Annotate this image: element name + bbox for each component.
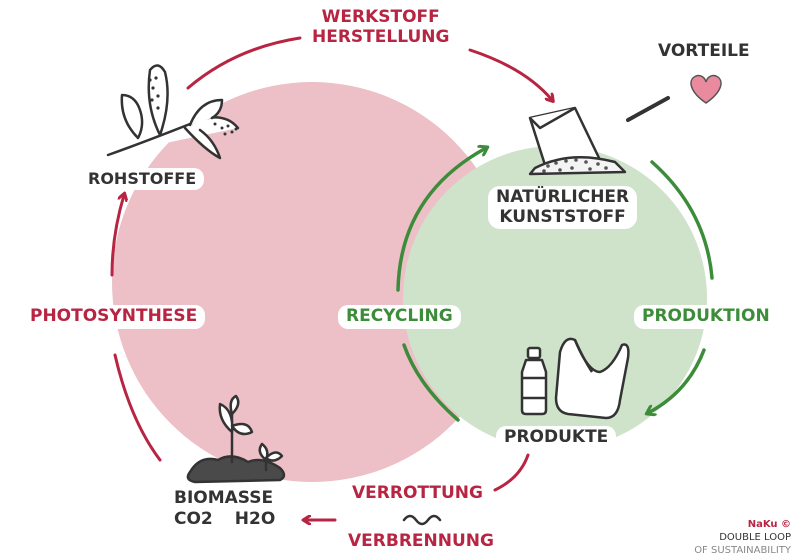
arc-produkte-to-recycling (402, 343, 460, 422)
h2o-label: H2O (234, 509, 276, 530)
rohstoffe-label: ROHSTOFFE (80, 168, 205, 191)
photosynthese-label: PHOTOSYNTHESE (22, 305, 206, 329)
credit-line1: DOUBLE LOOP (719, 532, 791, 543)
verbrennung-label: VERBRENNUNG (340, 530, 502, 554)
credit-line2: OF SUSTAINABILITY (694, 545, 791, 556)
recycling-label: RECYCLING (338, 305, 461, 329)
arc-rohstoffe-to-werkstoff (186, 36, 302, 90)
corn-plant-icon (106, 64, 240, 160)
arc-kunststoff-to-produktion (650, 160, 714, 280)
flame-wave-icon (402, 514, 442, 526)
werkstoff-herstellung-label: WERKSTOFF HERSTELLUNG (312, 7, 450, 47)
co2-label: CO2 (174, 509, 213, 530)
arc-werkstoff-to-kunststoff (468, 48, 552, 100)
arc-recycling-to-kunststoff (396, 148, 486, 292)
arc-produktion-to-produkte (648, 348, 706, 413)
plastic-bag-icon (554, 337, 630, 420)
arc-produkte-to-verrottung (493, 453, 530, 492)
natuerlicher-kunststoff-label: NATÜRLICHER KUNSTSTOFF (488, 186, 638, 230)
credit-block: NaKu © DOUBLE LOOP OF SUSTAINABILITY (694, 518, 791, 557)
sack-icon (528, 106, 627, 176)
arc-photosynthese-to-rohstoffe (110, 195, 124, 277)
produkte-label: PRODUKTE (496, 426, 617, 450)
seedling-icon (186, 394, 286, 484)
heart-icon (690, 74, 722, 104)
credit-author: NaKu © (747, 519, 791, 530)
bottle-icon (520, 346, 548, 416)
vorteile-label: VORTEILE (658, 41, 750, 61)
verrottung-label: VERROTTUNG (344, 482, 491, 506)
outer-cycle-fill (112, 82, 512, 482)
vorteile-connector (626, 96, 670, 122)
arc-biomasse-to-photosynthese (113, 353, 162, 462)
produktion-label: PRODUKTION (634, 305, 778, 329)
